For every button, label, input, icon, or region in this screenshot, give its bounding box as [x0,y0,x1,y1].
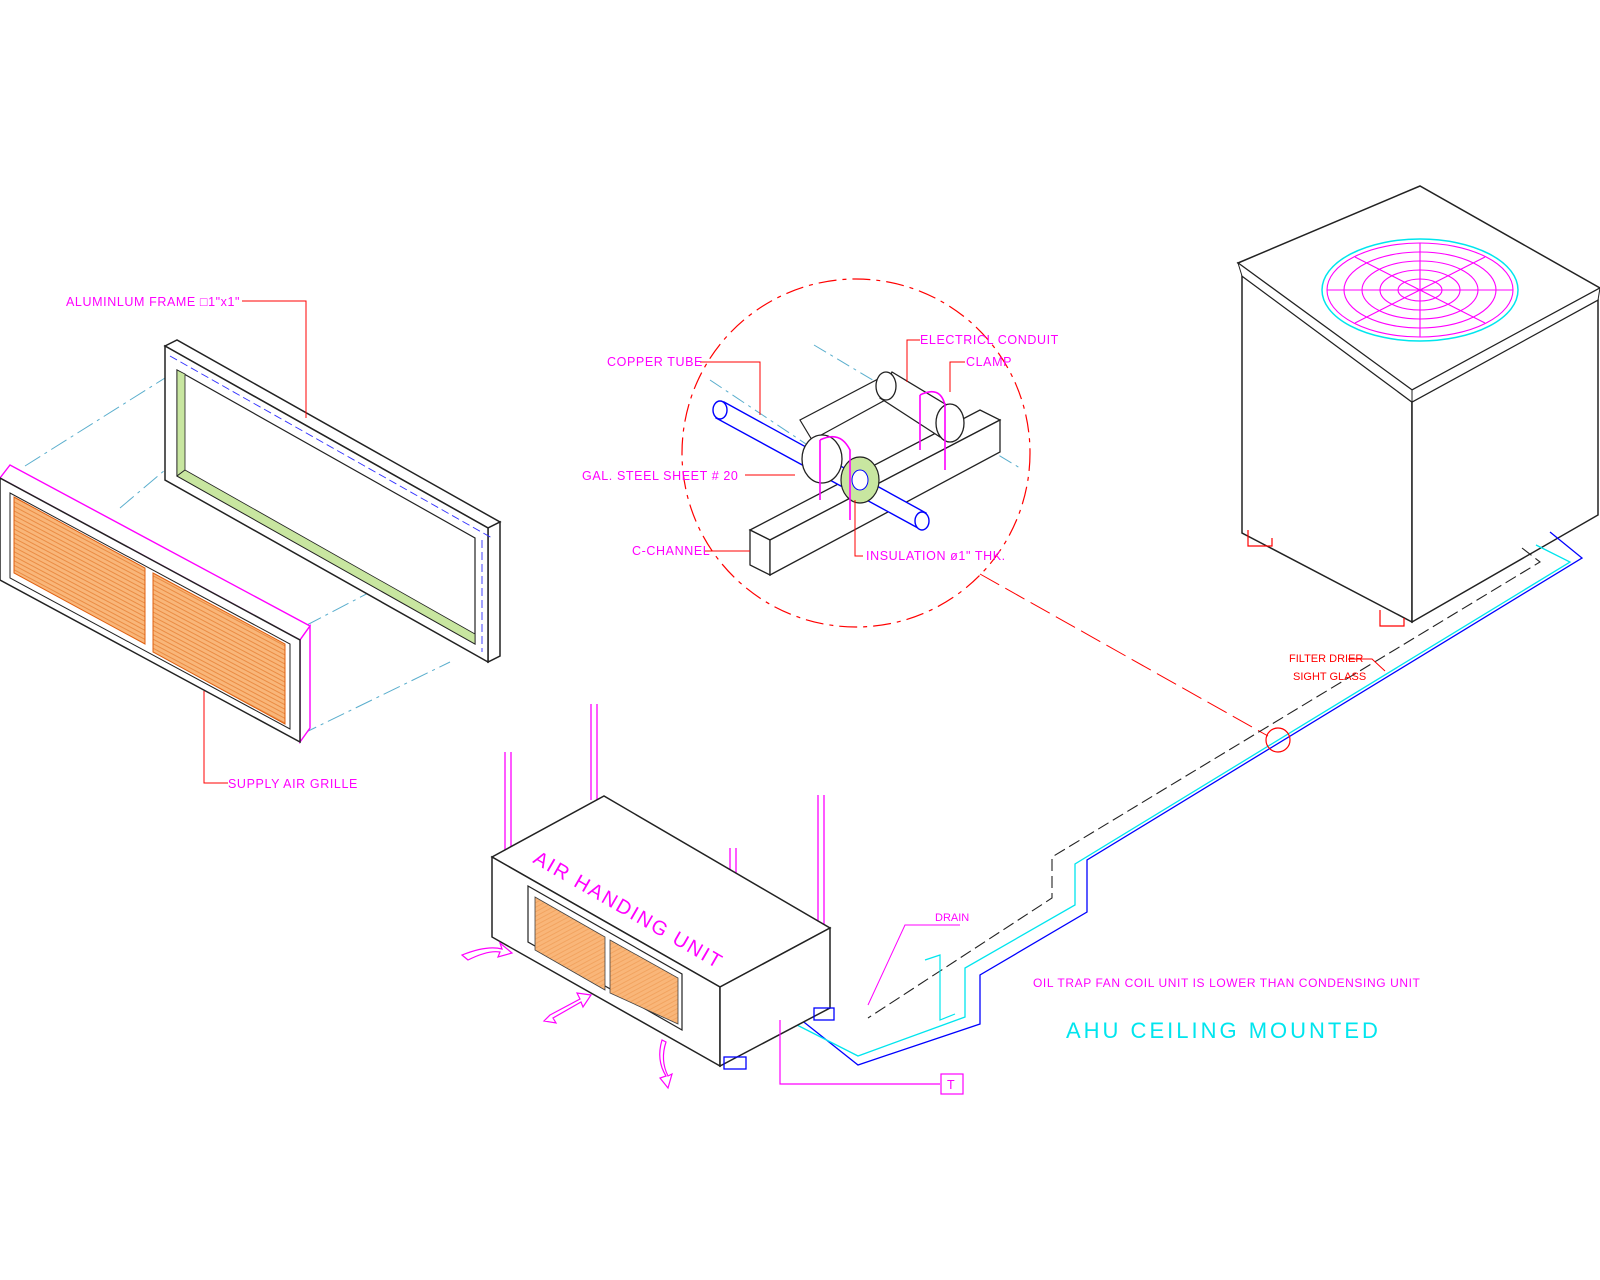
thermostat-label: T [947,1078,955,1092]
supply-air-grille-label: SUPPLY AIR GRILLE [228,777,358,791]
condensing-unit [1236,185,1600,627]
aluminium-frame-label: ALUMINLUM FRAME □1"x1" [66,295,240,309]
air-handling-unit: AIR HANDING UNIT [460,704,835,1090]
sight-glass-label: SIGHT GLASS [1293,671,1366,683]
aluminium-frame [163,339,502,664]
clamp-label: CLAMP [966,355,1012,369]
gal-steel-sheet-label: GAL. STEEL SHEET # 20 [582,469,738,483]
filter-drier-label: FILTER DRIER [1289,653,1363,665]
drawing-title: AHU CEILING MOUNTED [1066,1018,1381,1043]
drain-label: DRAIN [935,912,969,924]
insulation-label: INSULATION ø1" THK. [866,549,1006,563]
oil-trap-note: OIL TRAP FAN COIL UNIT IS LOWER THAN CON… [1033,976,1421,990]
copper-tube-label: COPPER TUBE [607,355,703,369]
refrigerant-piping [794,531,1584,1066]
electrical-conduit-label: ELECTRICL CONDUIT [920,333,1059,347]
supply-air-grille [0,377,471,745]
pipe-support-detail [681,278,1031,628]
c-channel-label: C-CHANNEL [632,544,710,558]
